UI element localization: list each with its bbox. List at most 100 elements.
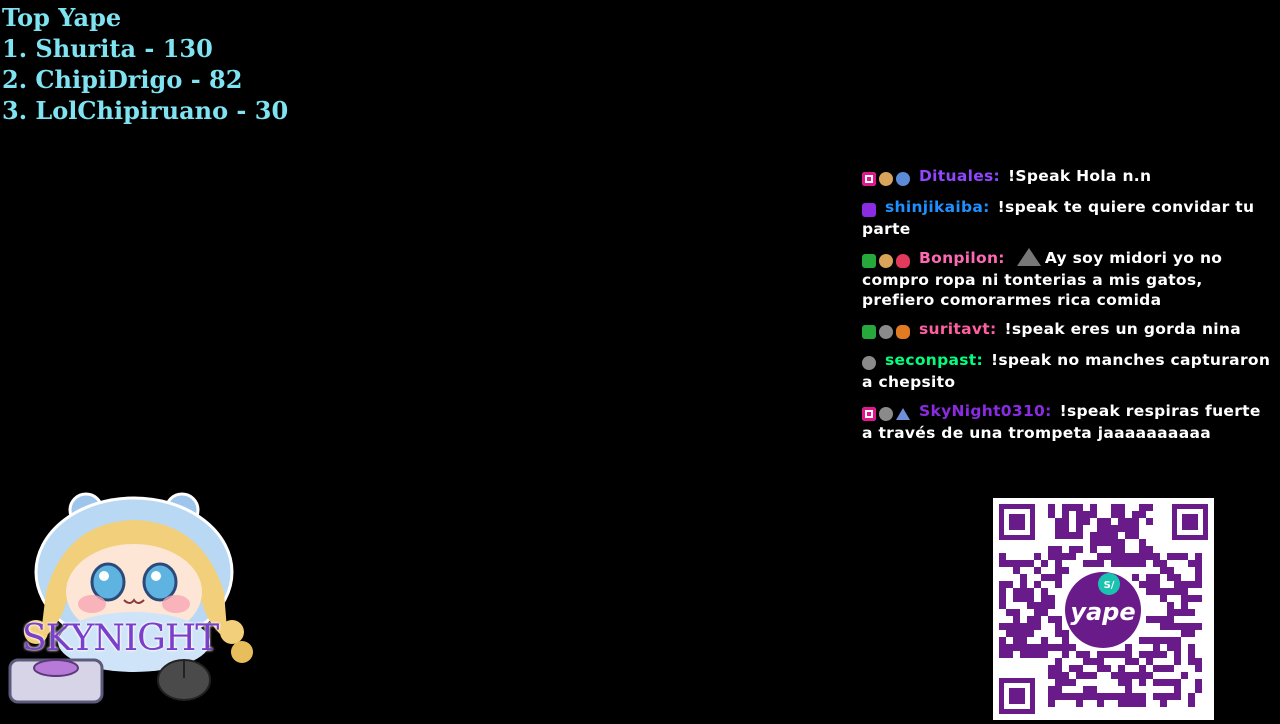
qr-module <box>1069 693 1076 700</box>
qr-module <box>1006 581 1013 588</box>
qr-module <box>1055 616 1062 623</box>
avatar-illustration <box>8 492 253 704</box>
qr-module <box>1160 567 1167 574</box>
chat-message: seconpast:!speak no manches capturaron a… <box>862 350 1276 392</box>
qr-module <box>1139 581 1146 588</box>
qr-module <box>1097 525 1104 532</box>
qr-module <box>1125 560 1132 567</box>
qr-module <box>1083 693 1090 700</box>
qr-module <box>1118 553 1125 560</box>
qr-module <box>1104 518 1111 525</box>
qr-module <box>1041 595 1048 602</box>
qr-module <box>1048 574 1055 581</box>
qr-module <box>1055 581 1062 588</box>
qr-module <box>1181 595 1188 602</box>
qr-module <box>1111 560 1118 567</box>
qr-module <box>1160 560 1167 567</box>
chat-overlay: Dituales:!Speak Hola n.n shinjikaiba:!sp… <box>862 166 1276 452</box>
qr-module <box>1069 679 1076 686</box>
qr-module <box>1118 672 1125 679</box>
qr-module <box>1076 532 1083 539</box>
qr-module <box>1006 644 1013 651</box>
qr-module <box>1048 553 1055 560</box>
qr-module <box>1125 679 1132 686</box>
qr-module <box>1139 679 1146 686</box>
qr-module <box>1146 588 1153 595</box>
qr-module <box>1027 595 1034 602</box>
qr-module <box>1055 658 1062 665</box>
qr-module <box>1069 504 1076 511</box>
qr-module <box>1160 700 1167 707</box>
qr-module <box>1174 574 1181 581</box>
qr-module <box>1153 665 1160 672</box>
qr-module <box>1076 518 1083 525</box>
qr-module <box>1013 644 1020 651</box>
top-yape-leaderboard: Top Yape 1. Shurita - 130 2. ChipiDrigo … <box>2 2 288 126</box>
qr-module <box>1188 644 1195 651</box>
qr-module <box>1167 679 1174 686</box>
qr-module <box>1146 637 1153 644</box>
triangle-emote-icon <box>1016 248 1041 266</box>
qr-module <box>1069 553 1076 560</box>
chat-text: !speak no manches capturaron a chepsito <box>862 351 1271 391</box>
qr-module <box>1076 546 1083 553</box>
qr-module <box>1181 553 1188 560</box>
qr-module <box>1013 567 1020 574</box>
qr-module <box>1090 686 1097 693</box>
chat-text: !Speak Hola n.n <box>1008 167 1152 185</box>
qr-module <box>1013 616 1020 623</box>
qr-module <box>1188 581 1195 588</box>
qr-module <box>1076 700 1083 707</box>
qr-module <box>1027 560 1034 567</box>
qr-module <box>1034 623 1041 630</box>
qr-module <box>1174 637 1181 644</box>
qr-module <box>1055 546 1062 553</box>
qr-module <box>1160 679 1167 686</box>
qr-module <box>1188 623 1195 630</box>
qr-module <box>1146 672 1153 679</box>
chat-username: shinjikaiba: <box>885 198 990 216</box>
qr-module <box>1083 511 1090 518</box>
qr-module <box>1097 553 1104 560</box>
qr-module <box>1139 539 1146 546</box>
qr-module <box>1153 644 1160 651</box>
gray-badge-icon <box>862 355 876 370</box>
qr-module <box>1132 658 1139 665</box>
qr-module <box>1181 588 1188 595</box>
qr-module <box>1153 560 1160 567</box>
qr-module <box>999 637 1006 644</box>
qr-module <box>1034 644 1041 651</box>
qr-module <box>1006 560 1013 567</box>
qr-module <box>1153 679 1160 686</box>
qr-module <box>1132 672 1139 679</box>
qr-module <box>1167 637 1174 644</box>
qr-module <box>1153 574 1160 581</box>
qr-module <box>1125 651 1132 658</box>
qr-module <box>1034 651 1041 658</box>
qr-module <box>1167 553 1174 560</box>
qr-module <box>1090 532 1097 539</box>
qr-module <box>1027 623 1034 630</box>
qr-module <box>1132 518 1139 525</box>
qr-module <box>1055 518 1062 525</box>
qr-module <box>1076 665 1083 672</box>
qr-module <box>1118 679 1125 686</box>
qr-module <box>1055 679 1062 686</box>
qr-module <box>1153 588 1160 595</box>
qr-module <box>1132 511 1139 518</box>
qr-module <box>1195 574 1202 581</box>
qr-module <box>1062 644 1069 651</box>
qr-module <box>1062 672 1069 679</box>
qr-module <box>1055 672 1062 679</box>
qr-module <box>1125 518 1132 525</box>
qr-module <box>1174 588 1181 595</box>
qr-module <box>1174 658 1181 665</box>
qr-module <box>1139 546 1146 553</box>
qr-module <box>1160 665 1167 672</box>
qr-module <box>1132 553 1139 560</box>
qr-module <box>1013 609 1020 616</box>
qr-module <box>1118 511 1125 518</box>
qr-module <box>1167 665 1174 672</box>
qr-module <box>1006 630 1013 637</box>
vip-badge-icon <box>862 324 876 339</box>
